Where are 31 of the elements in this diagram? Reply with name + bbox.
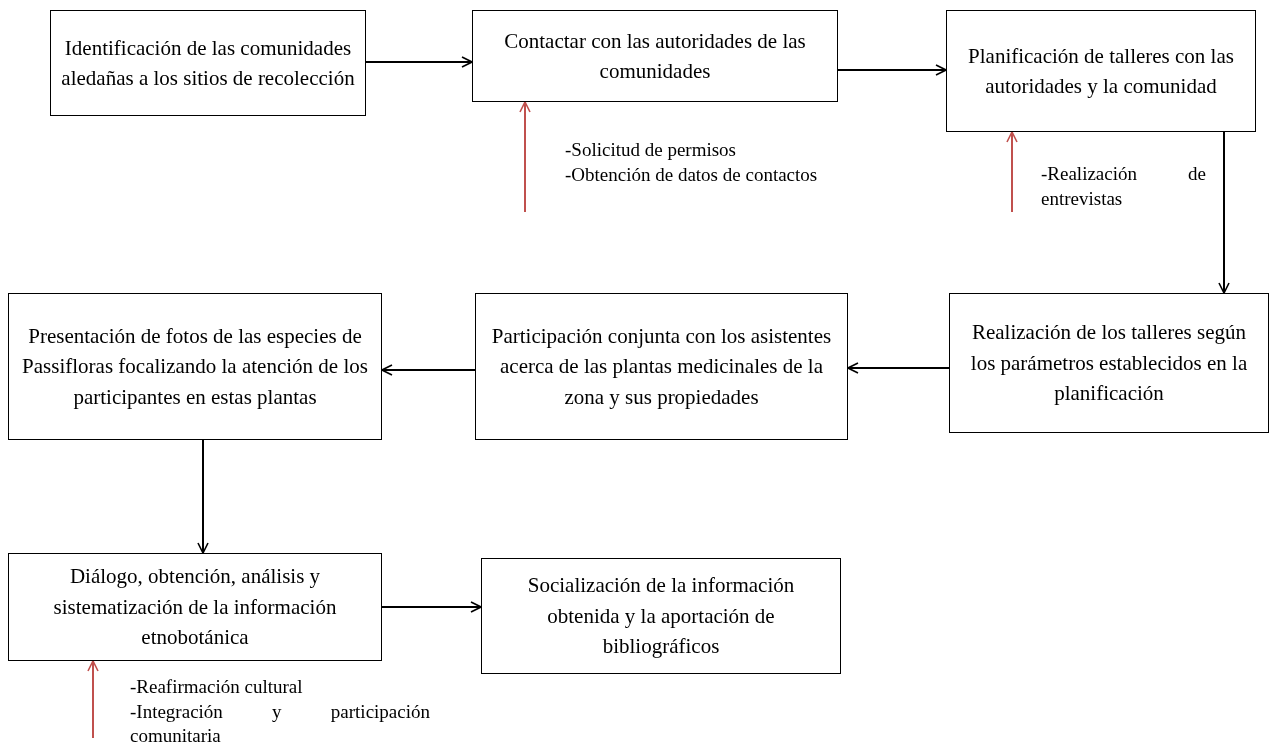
box-text: Diálogo, obtención, análisis y sistematización de la información etnobotánica [52,563,338,652]
box-text: Socialización de la información obtenida y la aportación de bibliográficos [526,572,796,661]
arrow [519,101,531,213]
box-text: Planificación de talleres con las autoridades y la comunidad [967,42,1235,100]
process-box [475,293,848,440]
note-text: -Realización de entrevistas [1041,162,1206,211]
process-box [481,558,841,674]
note-text: -Obtención de datos de contactos [565,162,819,187]
arrow [847,362,950,374]
box-text: Presentación de fotos de las especies de Passifloras focalizando la atención de los participantes en estas plantas [21,322,369,411]
process-box [946,10,1256,132]
box-text: Realización de los talleres según los parámetros establecidos en la planificación [969,319,1249,408]
note-text: -Integración y participación comunitaria [130,699,430,749]
process-box [50,10,366,116]
arrow [87,660,99,739]
process-box [8,293,382,440]
note-text: -Reafirmación cultural [130,675,304,699]
process-box [949,293,1269,433]
arrow [1006,131,1018,213]
box-text: Participación conjunta con los asistentes acerca de las plantas medicinales de la zona y sus propiedades [490,322,833,411]
arrow [837,64,947,76]
process-box [8,553,382,661]
process-box [472,10,838,102]
arrow [381,364,476,376]
note-text: -Solicitud de permisos [565,138,737,162]
box-text: Contactar con las autoridades de las comunidades [503,27,807,85]
arrow [365,56,473,68]
box-text: Identificación de las comunidades aledañas a los sitios de recolección [61,34,355,92]
arrow [1218,131,1230,294]
arrow [381,601,482,613]
arrow [197,439,209,554]
